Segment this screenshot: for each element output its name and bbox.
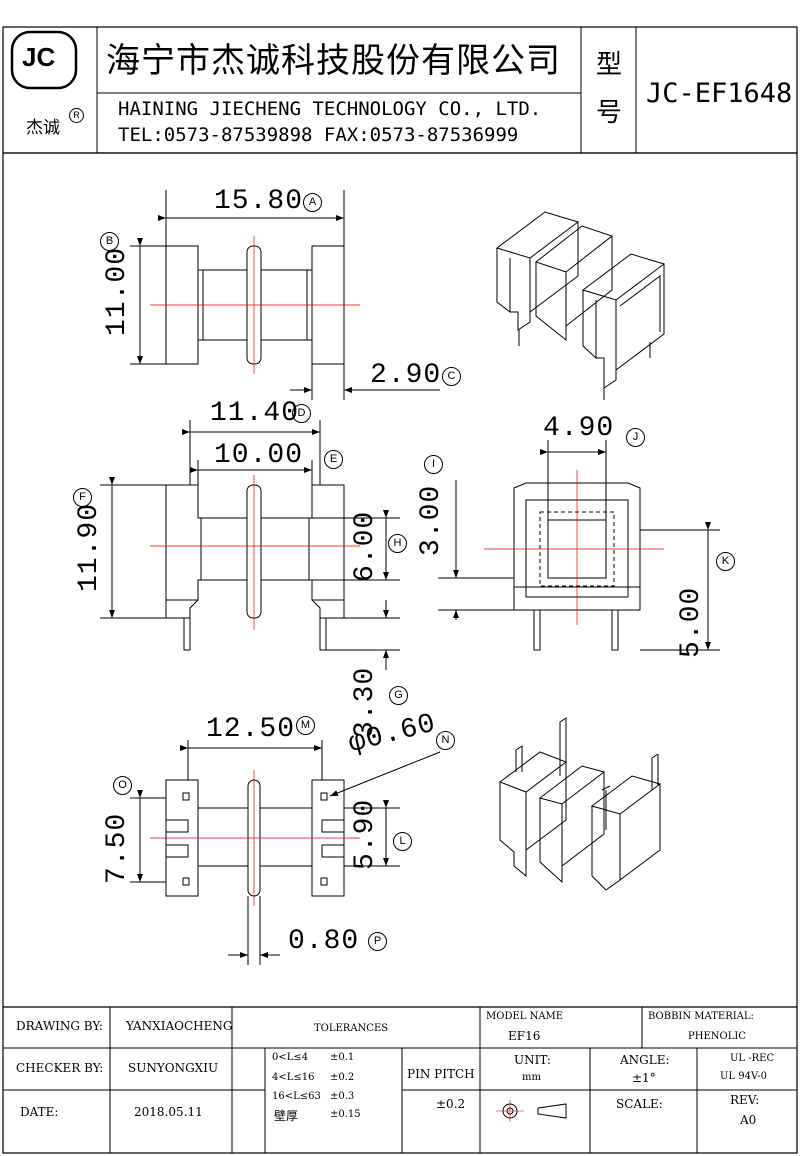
dim-e-value: 10.00 [214,440,304,471]
dim-j-tag: J [626,428,645,447]
dim-k-value: 5.00 [676,586,707,658]
unit-label: UNIT: [514,1053,551,1067]
tol-range-3: 16<L≤63 [272,1091,321,1102]
dim-m-tag: M [296,716,315,735]
dim-o-value: 7.50 [102,812,133,884]
tol-range-4: 壁厚 [274,1109,299,1123]
dim-c-value: 2.90 [370,360,442,391]
dim-l-tag: L [393,832,412,851]
date-value: 2018.05.11 [134,1105,203,1119]
model-number: JC-EF1648 [646,78,793,109]
company-contact: TEL:0573-87539898 FAX:0573-87536999 [118,124,519,146]
dim-o-tag: O [113,776,132,795]
tolerances-label: TOLERANCES [314,1023,389,1034]
logo-subtext: 杰诚 [26,118,60,138]
logo-frame [10,30,78,90]
logo-text: JC [22,42,56,72]
model-label-1: 型 [596,50,623,80]
dim-d-tag: D [292,404,311,423]
dim-d-value: 11.40 [210,398,300,429]
dim-j-value: 4.90 [543,413,615,444]
model-name-label: MODEL NAME [486,1011,564,1022]
dim-a-value: 15.80 [214,186,304,217]
checker-by-value: SUNYONGXIU [128,1061,219,1075]
model-label-2: 号 [596,98,623,128]
angle-value: ±1° [632,1071,656,1085]
tol-value-1: ±0.1 [330,1052,355,1063]
model-name-value: EF16 [508,1029,541,1043]
pin-pitch-value: ±0.2 [436,1097,466,1111]
dim-e-tag: E [324,450,343,469]
pin-pitch-label: PIN PITCH [407,1067,475,1081]
drawing-by-value: YANXIAOCHENG [126,1019,233,1033]
dim-b-value: 11.00 [102,246,133,336]
material-label: BOBBIN MATERIAL: [648,1011,754,1022]
dim-c-tag: C [442,367,461,386]
dim-p-value: 0.80 [288,926,360,957]
date-label: DATE: [20,1105,59,1119]
angle-label: ANGLE: [620,1053,670,1067]
dim-p-tag: P [368,932,387,951]
dim-m-value: 12.50 [206,714,296,745]
bottom-view [130,740,441,965]
dim-a-tag: A [303,193,322,212]
drawing-by-label: DRAWING BY: [16,1019,103,1033]
scale-label: SCALE: [616,1097,663,1111]
iso-view-top [495,211,666,400]
registered-mark: R [69,108,84,123]
dim-i-tag: I [424,455,443,474]
company-name-en: HAINING JIECHENG TECHNOLOGY CO., LTD. [118,98,542,120]
tol-value-3: ±0.3 [330,1091,355,1102]
material-value: PHENOLIC [688,1031,746,1042]
dim-k-tag: K [716,552,735,571]
tol-range-1: 0<L≤4 [272,1052,309,1063]
dim-f-tag: F [73,488,92,507]
rev-label: REV: [730,1093,760,1107]
dim-g-tag: G [389,686,408,705]
rev-value: A0 [740,1113,757,1127]
iso-view-bottom [498,717,662,891]
dim-l-value: 5.90 [350,798,381,870]
dim-h-tag: H [388,534,407,553]
projection-symbol [496,1100,567,1122]
tol-range-2: 4<L≤16 [272,1072,315,1083]
company-name-cn: 海宁市杰诚科技股份有限公司 [106,41,561,81]
dim-b-tag: B [100,232,119,251]
dim-n-tag: N [436,731,455,750]
tol-value-2: ±0.2 [330,1072,355,1083]
dim-i-value: 3.00 [416,484,447,556]
dim-h-value: 6.00 [350,510,381,582]
unit-value: mm [522,1072,541,1083]
ul-rec: UL -REC [730,1053,775,1064]
ul-rating: UL 94V-0 [720,1071,768,1082]
dim-f-value: 11.90 [74,502,105,592]
checker-by-label: CHECKER BY: [16,1061,104,1075]
tol-value-4: ±0.15 [330,1109,361,1120]
